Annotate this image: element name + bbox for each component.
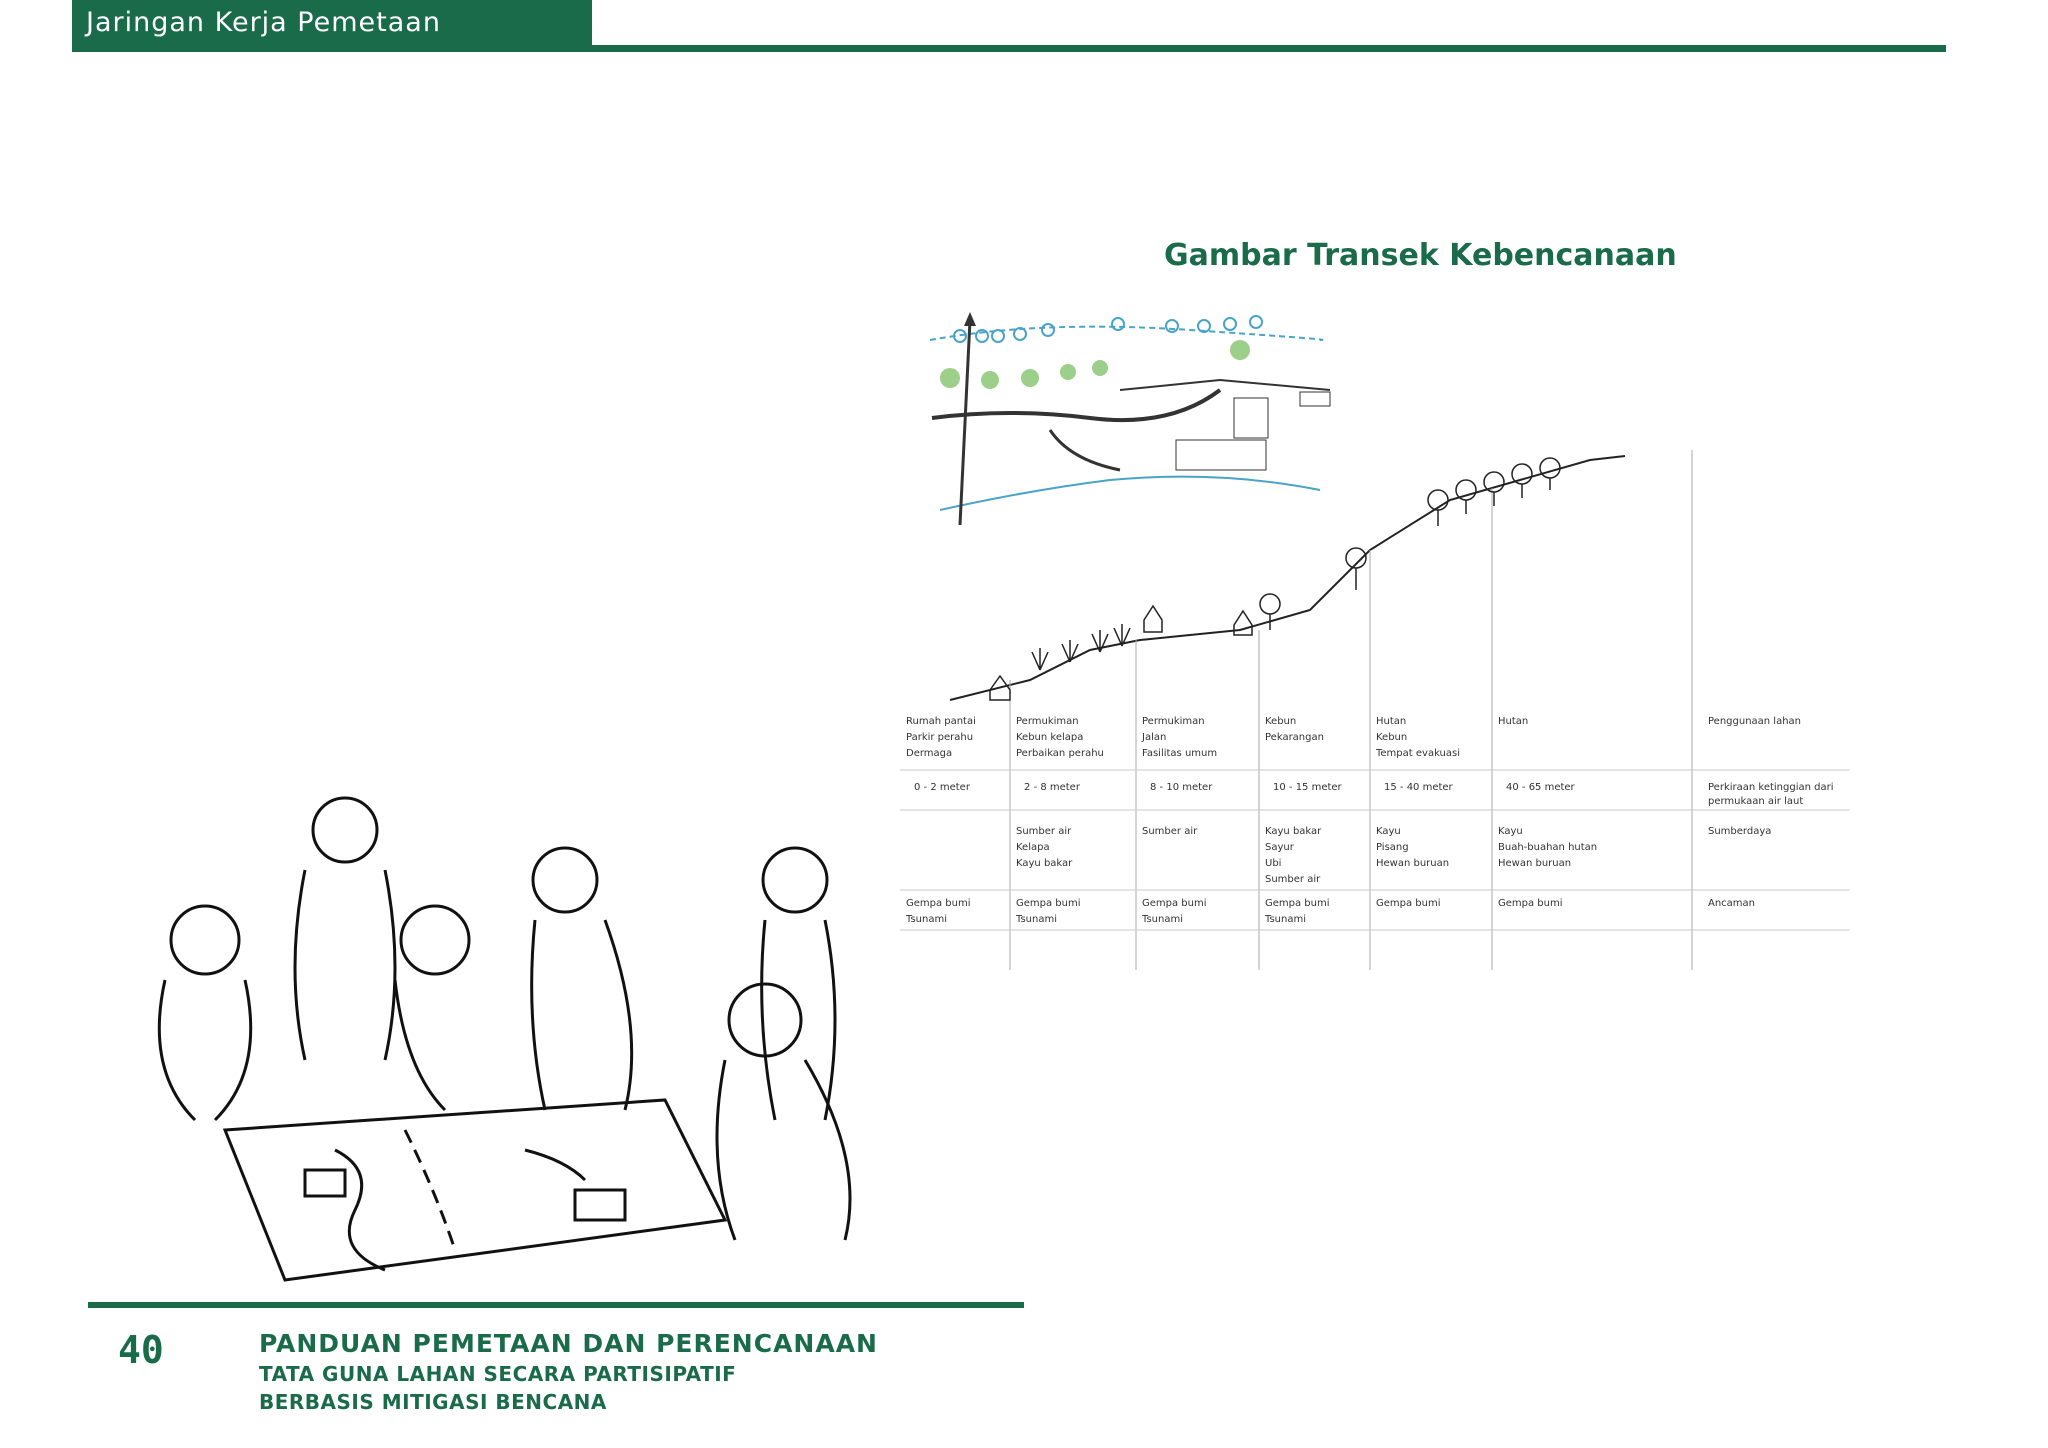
table-cell-hazards: Gempa bumi [1265, 898, 1330, 909]
table-cell-hazards: Tsunami [1015, 914, 1057, 925]
table-cell-elevation: 40 - 65 meter [1506, 782, 1576, 793]
figure-title: Gambar Transek Kebencanaan [1164, 238, 1677, 273]
table-cell-resources: Kayu [1498, 826, 1523, 837]
table-cell-resources: Sumber air [1016, 826, 1072, 837]
table-cell-elevation: 10 - 15 meter [1273, 782, 1343, 793]
table-cell-hazards: Gempa bumi [1016, 898, 1081, 909]
row-label-resources: Sumberdaya [1708, 826, 1771, 837]
table-cell-landuse: Perbaikan perahu [1016, 748, 1104, 759]
page-number: 40 [118, 1328, 164, 1372]
publication-title-line3: BERBASIS MITIGASI BENCANA [259, 1390, 607, 1414]
table-cell-landuse: Tempat evakuasi [1375, 748, 1460, 759]
table-cell-elevation: 8 - 10 meter [1150, 782, 1213, 793]
table-cell-landuse: Pekarangan [1265, 732, 1324, 743]
table-cell-hazards: Gempa bumi [1376, 898, 1441, 909]
table-cell-resources: Kayu bakar [1016, 858, 1073, 869]
table-cell-resources: Kelapa [1016, 842, 1050, 853]
table-cell-elevation: 0 - 2 meter [914, 782, 971, 793]
row-label-hazards: Ancaman [1708, 898, 1755, 909]
table-cell-hazards: Tsunami [1141, 914, 1183, 925]
table-cell-landuse: Kebun [1376, 732, 1407, 743]
table-cell-landuse: Fasilitas umum [1142, 748, 1217, 759]
table-cell-resources: Kayu bakar [1265, 826, 1322, 837]
running-header: Jaringan Kerja Pemetaan Partisipatif [72, 0, 592, 83]
table-cell-resources: Sayur [1265, 842, 1295, 853]
table-cell-landuse: Hutan [1376, 716, 1406, 727]
table-cell-resources: Hewan buruan [1376, 858, 1449, 869]
community-mapping-illustration [157, 796, 852, 1282]
table-cell-hazards: Tsunami [905, 914, 947, 925]
table-cell-resources: Pisang [1376, 842, 1409, 853]
row-label-elevation-cont: permukaan air laut [1708, 796, 1803, 807]
table-cell-landuse: Kebun [1265, 716, 1296, 727]
row-label-elevation: Perkiraan ketinggian dari [1708, 782, 1834, 793]
table-cell-landuse: Kebun kelapa [1016, 732, 1083, 743]
table-cell-landuse: Parkir perahu [906, 732, 973, 743]
table-cell-hazards: Tsunami [1264, 914, 1306, 925]
table-cell-hazards: Gempa bumi [1142, 898, 1207, 909]
table-cell-resources: Hewan buruan [1498, 858, 1571, 869]
terrain-profile [949, 450, 1693, 970]
row-label-landuse: Penggunaan lahan [1708, 716, 1801, 727]
table-cell-landuse: Permukiman [1142, 716, 1205, 727]
table-cell-resources: Ubi [1265, 858, 1281, 869]
publication-title: PANDUAN PEMETAAN DAN PERENCANAAN TATA GU… [259, 1329, 878, 1414]
table-cell-hazards: Gempa bumi [906, 898, 971, 909]
header-rule [72, 45, 1946, 52]
footer-rule [88, 1302, 1024, 1308]
publication-title-line2: TATA GUNA LAHAN SECARA PARTISIPATIF [259, 1362, 737, 1386]
publication-title-line1: PANDUAN PEMETAAN DAN PERENCANAAN [259, 1329, 878, 1358]
table-cell-resources: Sumber air [1265, 874, 1321, 885]
table-cell-resources: Sumber air [1142, 826, 1198, 837]
table-cell-elevation: 2 - 8 meter [1024, 782, 1081, 793]
table-cell-hazards: Gempa bumi [1498, 898, 1563, 909]
table-cell-resources: Kayu [1376, 826, 1401, 837]
table-cell-landuse: Rumah pantai [906, 716, 976, 727]
table-cell-elevation: 15 - 40 meter [1384, 782, 1454, 793]
table-cell-resources: Buah-buahan hutan [1498, 842, 1597, 853]
table-cell-landuse: Permukiman [1016, 716, 1079, 727]
table-cell-landuse: Jalan [1141, 732, 1166, 743]
table-cell-landuse: Hutan [1498, 716, 1528, 727]
table-cell-landuse: Dermaga [906, 748, 952, 759]
sketch-map [929, 312, 1331, 526]
